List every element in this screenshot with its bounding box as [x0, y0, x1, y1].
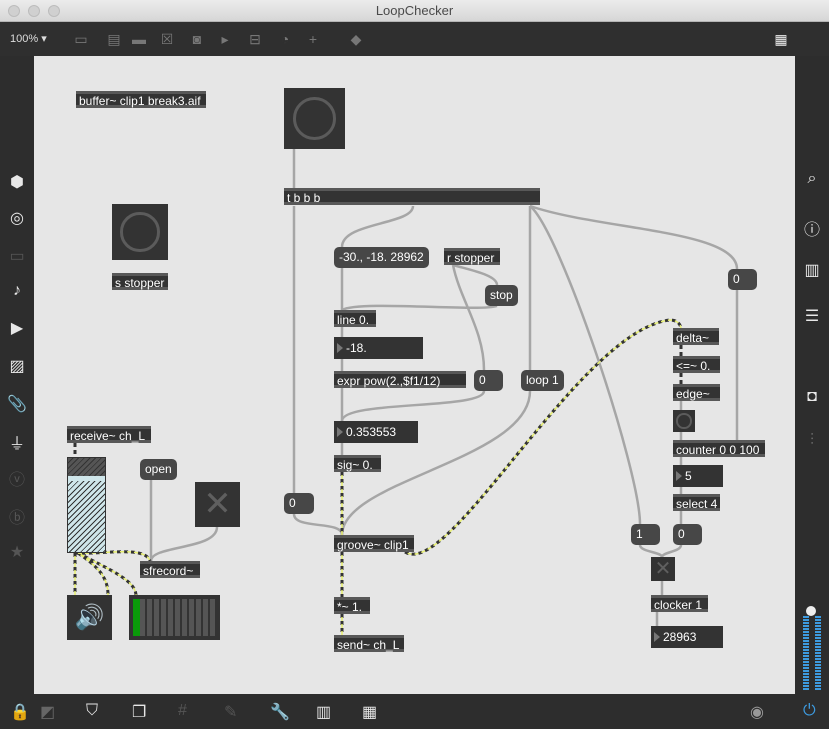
plug-icon[interactable]: ⏚: [8, 436, 25, 453]
stop-message[interactable]: stop: [485, 285, 518, 306]
cube-icon[interactable]: ⬢: [10, 174, 24, 191]
expr-object[interactable]: expr pow(2.,$f1/12): [334, 371, 466, 388]
zoom-level: 100%: [10, 33, 39, 45]
delta-object[interactable]: delta~: [673, 328, 719, 345]
mixer-icon[interactable]: ⫶: [809, 432, 814, 449]
line-object[interactable]: line 0.: [334, 310, 376, 327]
snapshot-icon[interactable]: ◘: [807, 388, 817, 405]
edge-object[interactable]: edge~: [673, 384, 720, 401]
music-note-icon[interactable]: ♪: [13, 282, 21, 299]
title-bar: LoopChecker: [0, 0, 829, 22]
one-message[interactable]: 1: [631, 524, 660, 545]
target-icon[interactable]: ◎: [10, 210, 24, 227]
video-icon[interactable]: ▶: [10, 320, 24, 337]
zero-message[interactable]: 0: [673, 524, 702, 545]
receive-stopper-object[interactable]: r stopper: [444, 248, 500, 265]
receive-signal-object[interactable]: receive~ ch_L: [67, 426, 151, 443]
paint-bucket-icon[interactable]: ◆: [350, 31, 362, 47]
clocker-object[interactable]: clocker 1: [651, 595, 708, 612]
record-toggle[interactable]: ✕: [195, 482, 240, 527]
gain-slider[interactable]: [67, 457, 106, 553]
add-clip-icon[interactable]: ✎: [224, 704, 238, 721]
multiply-object[interactable]: *~ 1.: [334, 597, 370, 614]
send-stopper-object[interactable]: s stopper: [112, 273, 168, 290]
panel-icon[interactable]: ▭: [9, 248, 25, 265]
reference-icon[interactable]: ▥: [804, 262, 820, 279]
bottom-toolbar: 🔒 ◩ ⛉ ❐ # ✎ 🔧 ▥ ▦ ◉ ⏻: [0, 694, 829, 729]
grid-icon[interactable]: ▦: [774, 31, 788, 47]
zero-message[interactable]: 0: [474, 370, 503, 391]
comment-icon[interactable]: ▬: [132, 31, 146, 47]
stop-bang-button[interactable]: [112, 204, 168, 260]
open-message[interactable]: open: [140, 459, 177, 480]
dial-icon[interactable]: ◔: [280, 31, 290, 47]
button-icon[interactable]: ◙: [192, 31, 202, 47]
power-icon[interactable]: ⏻: [803, 702, 816, 719]
number-icon[interactable]: ▸: [221, 31, 229, 47]
toggle-icon[interactable]: ☒: [160, 31, 174, 47]
loop-message[interactable]: loop 1: [521, 370, 564, 391]
zero-message[interactable]: 0: [284, 493, 314, 514]
message-icon[interactable]: ▤: [107, 31, 121, 47]
search-icon[interactable]: ⌕: [807, 170, 817, 187]
keyboard-icon[interactable]: ▦: [362, 704, 378, 721]
beap-icon[interactable]: ⓑ: [8, 510, 25, 527]
star-icon[interactable]: ★: [9, 544, 25, 561]
wrench-icon[interactable]: 🔧: [270, 704, 290, 721]
zoom-menu[interactable]: 100% ▾: [10, 33, 47, 45]
list-icon[interactable]: ☰: [804, 308, 820, 325]
loop-bang-button[interactable]: [673, 410, 695, 432]
top-toolbar: 100% ▾ ▭ ▤ ▬ ☒ ◙ ▸ ⊟ ◔ + ◆ ▦: [0, 22, 829, 56]
clock-number[interactable]: 28963: [651, 626, 723, 648]
info-icon[interactable]: ⓘ: [803, 222, 820, 239]
window-title: LoopChecker: [375, 3, 454, 18]
lock-icon[interactable]: 🔒: [10, 704, 30, 721]
image-icon[interactable]: ▨: [9, 358, 25, 375]
close-button[interactable]: [8, 5, 20, 17]
groove-object[interactable]: groove~ clip1: [334, 535, 414, 552]
paperclip-icon[interactable]: 📎: [7, 396, 27, 413]
new-object-icon[interactable]: ▭: [74, 31, 88, 47]
level-meter: [129, 595, 220, 640]
sig-object[interactable]: sig~ 0.: [334, 455, 381, 472]
zoom-button[interactable]: [48, 5, 60, 17]
sfrecord-object[interactable]: sfrecord~: [140, 561, 200, 578]
presentation-icon[interactable]: ⛉: [86, 702, 99, 719]
slider-icon[interactable]: ⊟: [249, 31, 261, 47]
right-sidebar: ⌕ ⓘ ▥ ☰ ◘ ⫶: [795, 56, 829, 694]
select-object[interactable]: select 4: [673, 494, 720, 511]
ratio-number[interactable]: 0.353553: [334, 421, 418, 443]
count-number[interactable]: 5: [673, 465, 723, 487]
counter-object[interactable]: counter 0 0 100: [673, 440, 765, 457]
semitones-number[interactable]: -18.: [334, 337, 423, 359]
grid-icon[interactable]: #: [178, 702, 187, 719]
send-signal-object[interactable]: send~ ch_L: [334, 635, 404, 652]
presentation-select-icon[interactable]: ◩: [40, 704, 56, 721]
play-icon[interactable]: ◉: [750, 704, 764, 721]
zero-message[interactable]: 0: [728, 269, 757, 290]
speaker-icon[interactable]: 🔊: [67, 595, 112, 640]
piano-icon[interactable]: ▥: [316, 704, 332, 721]
left-sidebar: ⬢ ◎ ▭ ♪ ▶ ▨ 📎 ⏚ ⓥ ⓑ ★: [0, 56, 34, 694]
volume-slider[interactable]: [803, 586, 823, 691]
buffer-object[interactable]: buffer~ clip1 break3.aif: [76, 91, 206, 108]
clock-toggle[interactable]: ✕: [651, 557, 675, 581]
plus-icon[interactable]: +: [308, 31, 318, 47]
compare-object[interactable]: <=~ 0.: [673, 356, 720, 373]
trigger-object[interactable]: t b b b: [284, 188, 540, 205]
vizzie-icon[interactable]: ⓥ: [8, 472, 25, 489]
windows-icon[interactable]: ❐: [132, 704, 147, 721]
line-message[interactable]: -30., -18. 28962: [334, 247, 429, 268]
minimize-button[interactable]: [28, 5, 40, 17]
start-bang-button[interactable]: [284, 88, 345, 149]
